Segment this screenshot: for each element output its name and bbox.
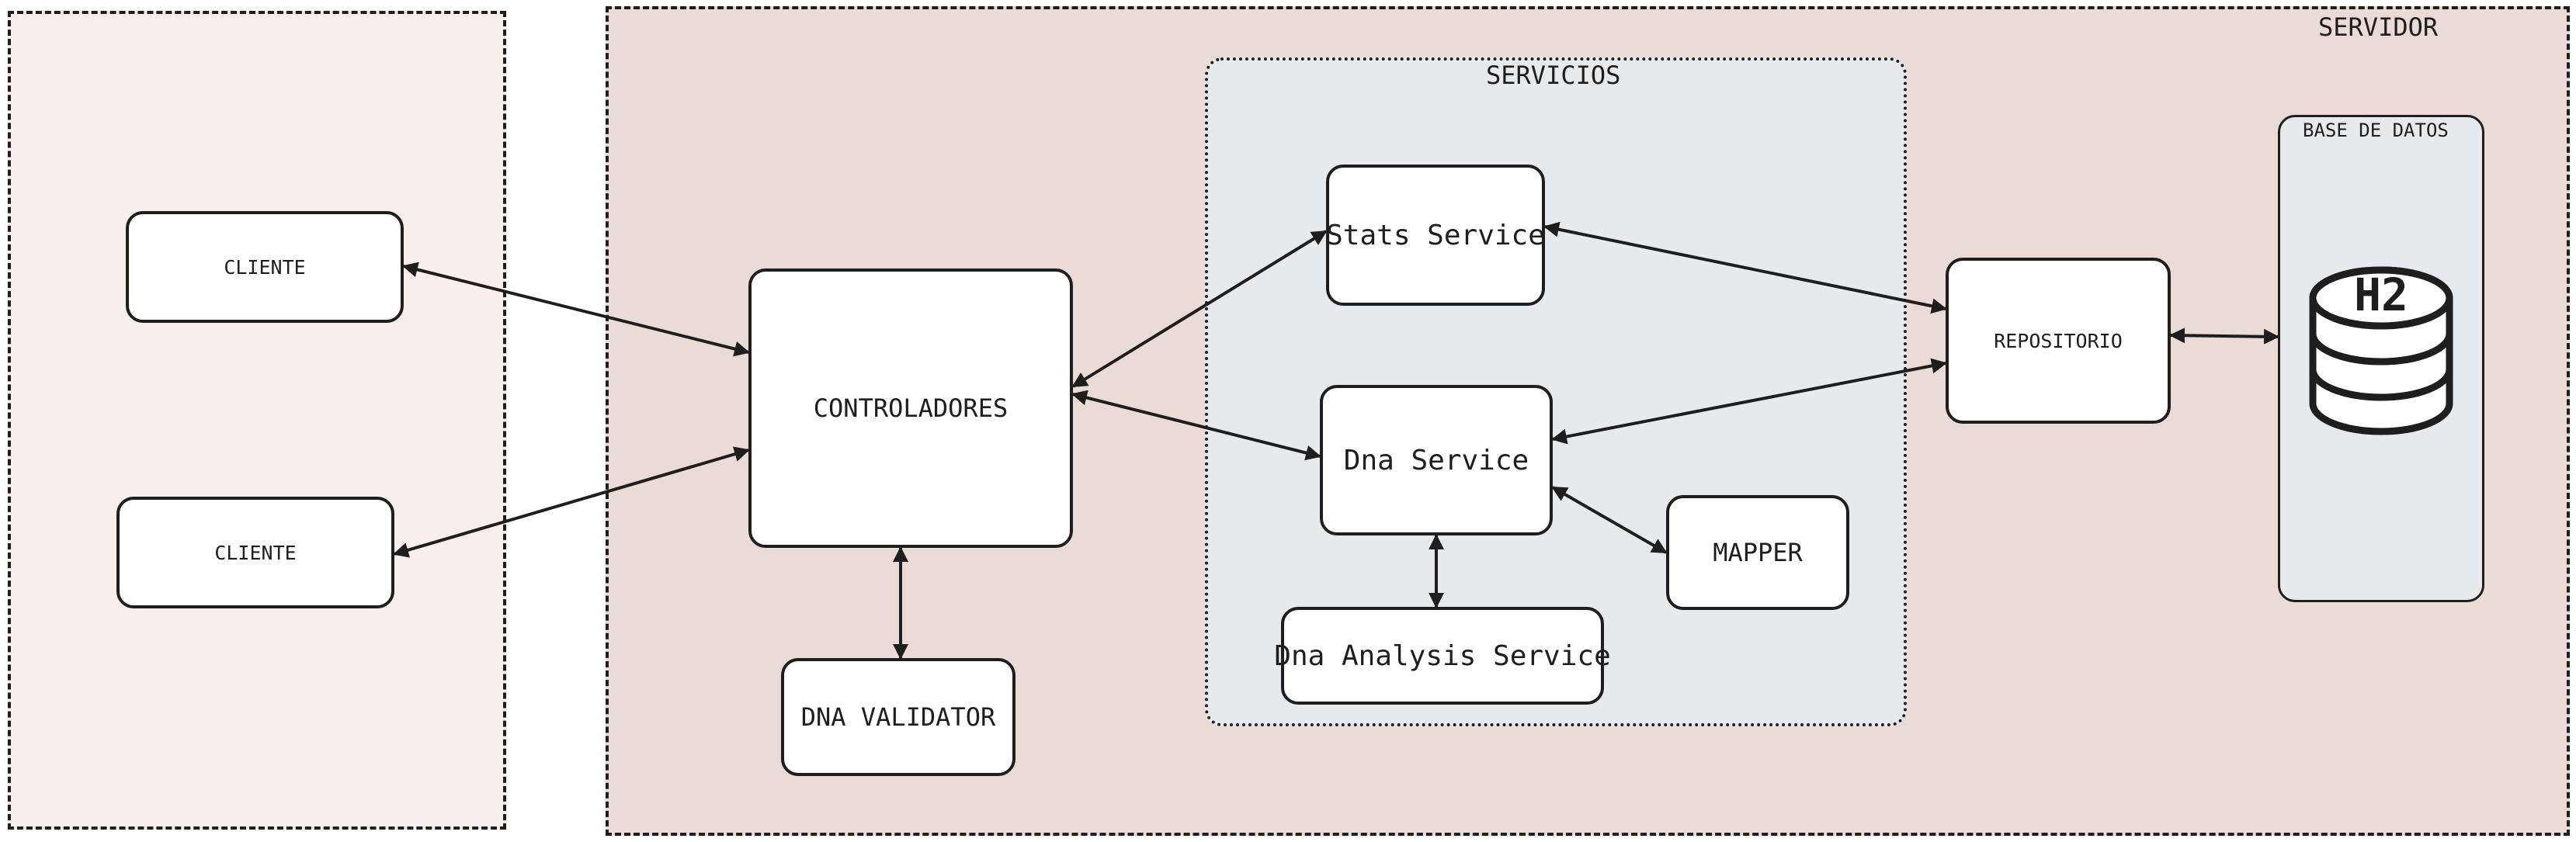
database-zone [2278, 115, 2484, 602]
dna-analysis-service-node[interactable]: Dna Analysis Service [1274, 607, 1611, 705]
database-zone-label: BASE DE DATOS [2303, 120, 2449, 141]
client-zone [8, 11, 506, 830]
cliente-node-1[interactable]: CLIENTE [126, 211, 404, 323]
mapper-node[interactable]: MAPPER [1666, 495, 1849, 610]
repositorio-node[interactable]: REPOSITORIO [1946, 258, 2171, 424]
controladores-node[interactable]: CONTROLADORES [748, 269, 1073, 548]
stats-service-node[interactable]: Stats Service [1326, 165, 1545, 306]
dna-validator-node[interactable]: DNA VALIDATOR [781, 658, 1015, 776]
dna-service-node[interactable]: Dna Service [1320, 385, 1553, 535]
cliente-node-2[interactable]: CLIENTE [116, 497, 394, 608]
services-zone-label: SERVICIOS [1486, 61, 1621, 90]
server-zone-label: SERVIDOR [2318, 12, 2439, 42]
